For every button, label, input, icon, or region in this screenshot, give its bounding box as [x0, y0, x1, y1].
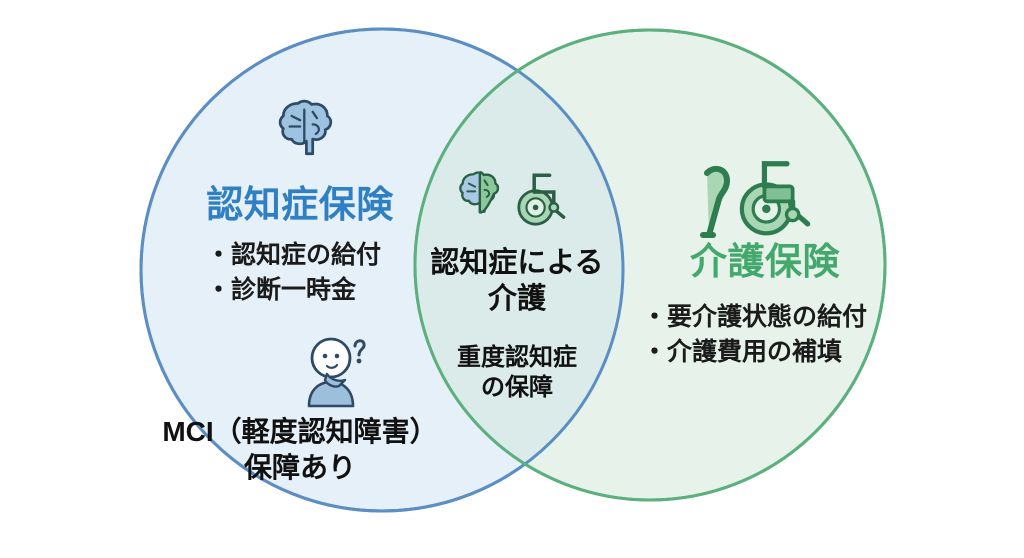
- list-item: ・要介護状態の給付: [642, 303, 868, 331]
- wheelchair-icon: [517, 173, 566, 226]
- left-circle-bullet-list: ・認知症の給付 ・診断一時金: [120, 240, 480, 309]
- mci-note-line: MCI（軽度認知障害）: [162, 416, 438, 447]
- right-circle-heading: 介護保険: [690, 241, 840, 282]
- left-circle-mci-note: MCI（軽度認知障害） 保障あり: [110, 414, 490, 486]
- overlap-heading: 認知症による 介護: [413, 246, 621, 318]
- right-circle-bullet-list: ・要介護状態の給付 ・介護費用の補填: [600, 302, 930, 371]
- overlap-subtext: 重度認知症 の保障: [413, 343, 621, 404]
- wheelchair-icon: [739, 161, 811, 236]
- half-brain-icon: [459, 171, 500, 214]
- overlap-subtext-line: 重度認知症: [457, 344, 577, 371]
- overlap-heading-line: 認知症による: [430, 247, 604, 279]
- brain-icon: [278, 99, 333, 156]
- list-item: ・介護費用の補填: [642, 337, 843, 366]
- thinking-person-icon: [307, 337, 366, 408]
- walking-cane-icon: [700, 165, 730, 238]
- list-item: ・認知症の給付: [206, 241, 382, 269]
- overlap-region: [415, 30, 623, 500]
- list-item: ・診断一時金: [206, 275, 357, 304]
- overlap-heading-line: 介護: [487, 282, 546, 315]
- left-circle-heading: 認知症保険: [206, 184, 394, 225]
- overlap-subtext-line: の保障: [481, 374, 553, 402]
- mci-note-line: 保障あり: [243, 451, 356, 483]
